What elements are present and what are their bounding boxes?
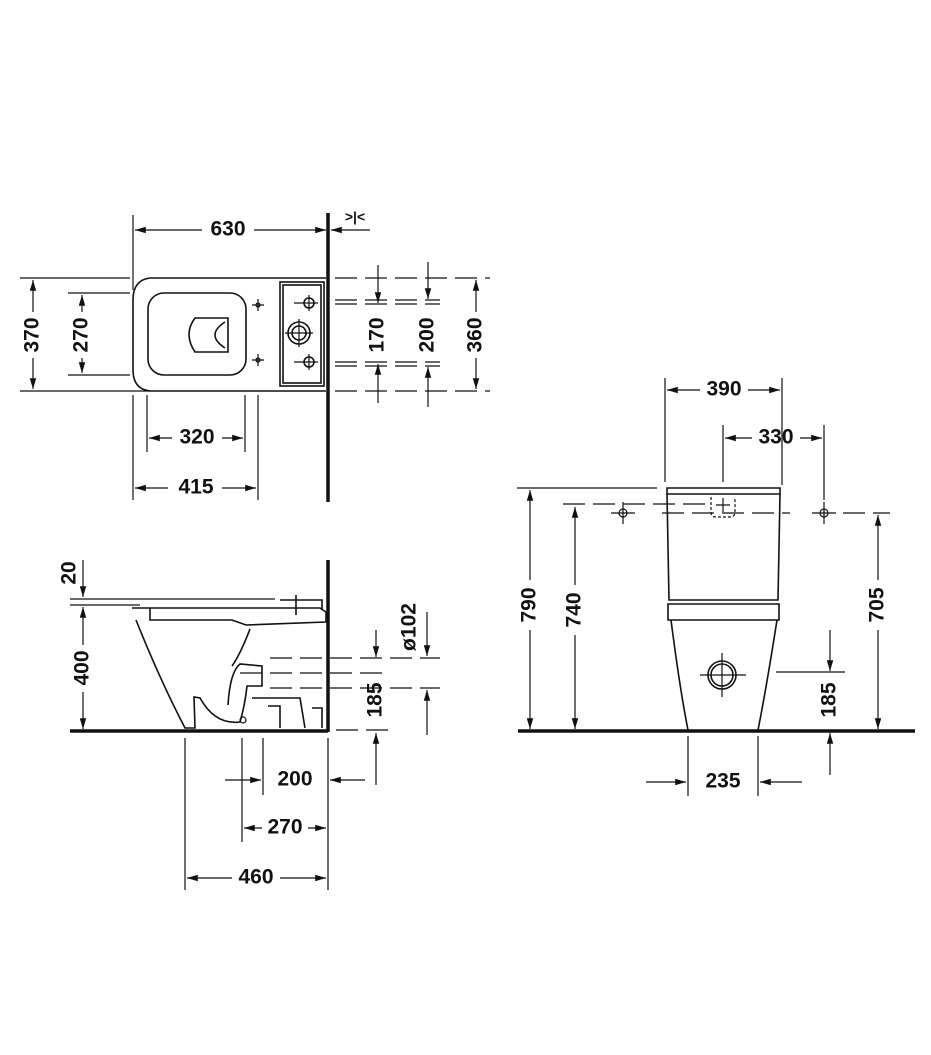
dim-320: 320: [179, 426, 214, 449]
dim-705: 705: [866, 587, 889, 622]
dim-390: 390: [706, 378, 741, 401]
flush-button-icon: [710, 497, 736, 518]
dim-790: 790: [518, 587, 541, 622]
dim-360: 360: [464, 317, 487, 352]
front-view: 390 330 790 740 705 185 235: [517, 378, 915, 796]
dim-185: 185: [364, 682, 387, 717]
dim-270: 270: [70, 317, 93, 352]
dim-200: 200: [416, 317, 439, 352]
tank: [666, 493, 781, 601]
dim-400: 400: [71, 650, 94, 685]
flush-rim: [188, 317, 229, 353]
dim-370: 370: [21, 317, 44, 352]
fixing-hole-icon: [611, 502, 836, 524]
dim-270: 270: [267, 816, 302, 839]
seat-opening: [147, 292, 247, 376]
dim-415: 415: [178, 476, 213, 499]
dim-630: 630: [210, 218, 245, 241]
bowl-outline: [132, 277, 326, 392]
seat-rim: [132, 607, 327, 626]
outlet-icon: [700, 653, 746, 697]
dim-330: 330: [758, 426, 793, 449]
dim-170: 170: [366, 317, 389, 352]
dim-200: 200: [277, 768, 312, 791]
dim-outlet-diameter: ø102: [398, 603, 421, 651]
dim-20: 20: [58, 561, 81, 584]
top-view: 630 >|< 370 270 170 200 360 320 415: [20, 209, 490, 502]
dim-740: 740: [563, 592, 586, 627]
tank-outline: [279, 281, 325, 387]
tank-connections-icon: [285, 295, 318, 370]
dim-460: 460: [238, 866, 273, 889]
dim-235: 235: [705, 770, 740, 793]
bowl-pedestal: [670, 619, 778, 731]
dim-185: 185: [818, 682, 841, 717]
side-view: 20 400 185 ø102 200 270 460: [58, 560, 440, 890]
tank-lid: [666, 487, 781, 495]
bowl-trap: [135, 619, 263, 729]
dim-wall-gap: >|<: [345, 209, 365, 225]
fixing-hole-icon: [252, 299, 264, 366]
